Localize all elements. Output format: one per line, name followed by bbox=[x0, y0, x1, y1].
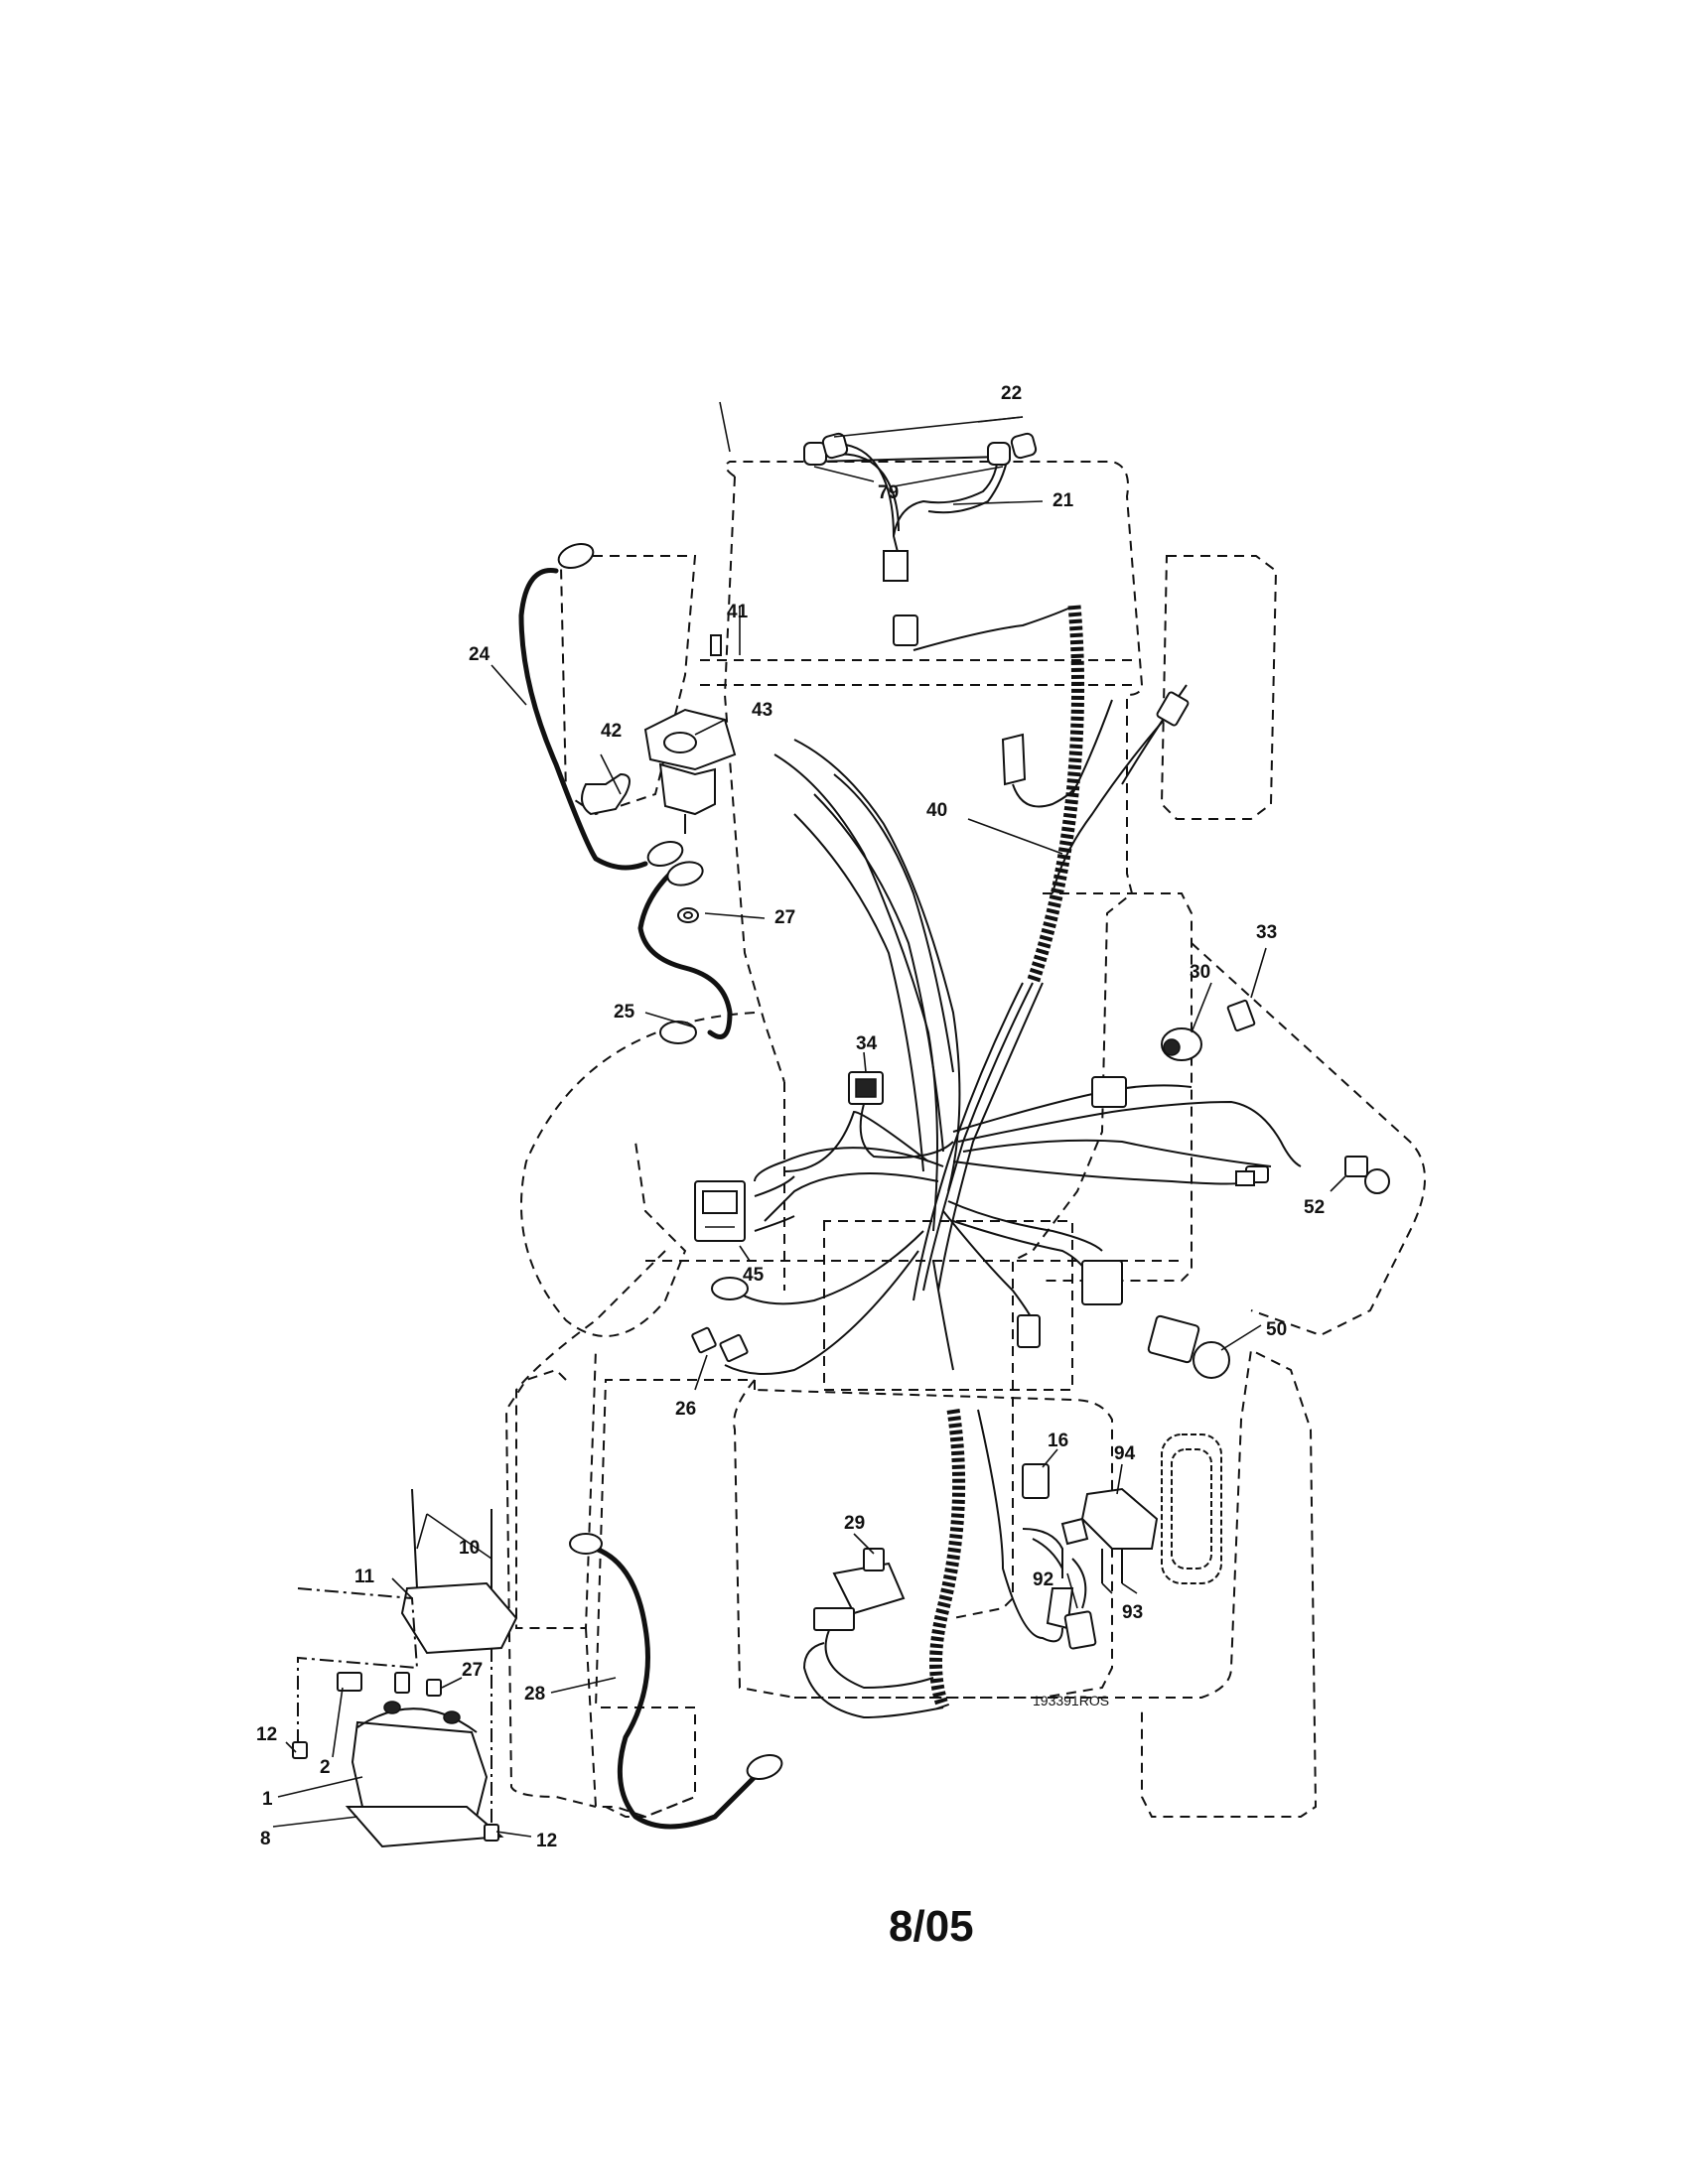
callout-29: 29 bbox=[844, 1513, 865, 1534]
fuse-26 bbox=[691, 1326, 717, 1354]
callout-92: 92 bbox=[1033, 1570, 1053, 1590]
battery-group bbox=[292, 1488, 518, 1848]
callout-43: 43 bbox=[752, 700, 772, 721]
callout-24: 24 bbox=[469, 644, 491, 665]
main-wire-harness bbox=[711, 605, 1302, 1719]
harness-connector-a bbox=[1081, 1260, 1123, 1305]
callout-41: 41 bbox=[727, 602, 749, 622]
callout-30: 30 bbox=[1190, 962, 1210, 983]
callout-25: 25 bbox=[614, 1002, 635, 1023]
callout-26: 26 bbox=[675, 1399, 696, 1420]
page-date: 8/05 bbox=[889, 1902, 974, 1951]
battery-cable-28 bbox=[569, 1533, 783, 1830]
callout-33: 33 bbox=[1256, 922, 1277, 943]
callout-2: 2 bbox=[320, 1757, 331, 1778]
callout-34: 34 bbox=[856, 1033, 878, 1054]
callout-79: 79 bbox=[878, 482, 899, 503]
battery-tray bbox=[345, 1806, 504, 1848]
switch-94 bbox=[1080, 1487, 1159, 1550]
callout-labels: 22 21 79 41 24 42 43 40 27 33 30 25 34 4… bbox=[256, 383, 1325, 1851]
callout-94: 94 bbox=[1114, 1443, 1136, 1464]
headlight-left bbox=[821, 432, 849, 460]
bulb-52 bbox=[1344, 1156, 1368, 1177]
callout-52: 52 bbox=[1304, 1197, 1325, 1218]
callout-11: 11 bbox=[354, 1567, 375, 1587]
callout-12b: 12 bbox=[536, 1831, 557, 1851]
callout-16: 16 bbox=[1048, 1431, 1068, 1451]
callout-27: 27 bbox=[774, 907, 795, 928]
battery-cable-25 bbox=[637, 861, 733, 1044]
headlight-connector bbox=[883, 550, 909, 582]
callout-21: 21 bbox=[1052, 490, 1074, 511]
tractor-outline bbox=[504, 461, 1426, 1819]
callout-22: 22 bbox=[1001, 383, 1022, 404]
callout-12: 12 bbox=[256, 1724, 277, 1745]
harness-connector-b bbox=[1017, 1314, 1041, 1348]
headlight-right bbox=[1010, 432, 1038, 460]
callout-8: 8 bbox=[260, 1829, 271, 1849]
components bbox=[691, 999, 1390, 1690]
battery-cable-24 bbox=[518, 542, 684, 871]
drawing-id: 193391ROS bbox=[1033, 1693, 1109, 1708]
callout-93: 93 bbox=[1122, 1602, 1143, 1623]
callout-42: 42 bbox=[601, 721, 622, 742]
callout-45: 45 bbox=[743, 1265, 765, 1286]
switch-33 bbox=[1226, 999, 1256, 1032]
connector-92 bbox=[1063, 1610, 1097, 1650]
callout-1: 1 bbox=[262, 1789, 273, 1810]
callout-40: 40 bbox=[926, 800, 947, 821]
switch-50 bbox=[1147, 1314, 1200, 1364]
solenoid-boot bbox=[581, 772, 631, 816]
starter-solenoid bbox=[581, 634, 737, 923]
battery-holddown bbox=[400, 1581, 518, 1655]
callout-10: 10 bbox=[459, 1538, 480, 1559]
callout-28: 28 bbox=[524, 1684, 545, 1705]
relay-16 bbox=[1022, 1463, 1050, 1499]
battery bbox=[351, 1720, 489, 1819]
callout-leaders bbox=[272, 401, 1346, 1838]
headlight-assembly bbox=[803, 416, 1044, 582]
callout-27b: 27 bbox=[462, 1660, 483, 1681]
callout-50: 50 bbox=[1266, 1319, 1287, 1340]
